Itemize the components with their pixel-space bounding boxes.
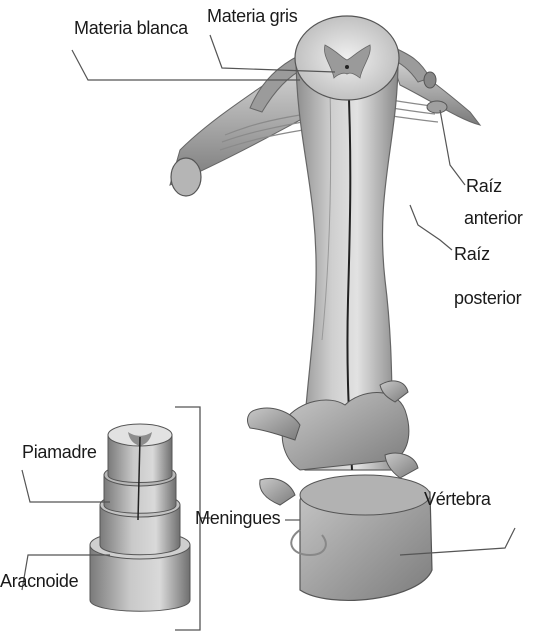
- label-piamadre: Piamadre: [22, 442, 97, 462]
- label-aracnoide: Aracnoide: [0, 571, 78, 591]
- vertebral-disc-top: [300, 475, 430, 515]
- label-raiz-anterior-line1: Raíz: [466, 176, 502, 196]
- label-meningues: Meningues: [195, 508, 280, 528]
- label-raiz-anterior-line2: anterior: [464, 208, 523, 228]
- meninges-cylinder: [90, 424, 190, 611]
- anterior-root-stub: [427, 101, 447, 113]
- nerve-cut-left: [171, 158, 201, 196]
- articular-process: [385, 453, 418, 478]
- label-materia-gris: Materia gris: [207, 6, 297, 26]
- label-raiz-posterior-line1: Raíz: [454, 244, 490, 264]
- label-raiz-posterior-line2: posterior: [454, 288, 521, 308]
- lower-process: [260, 478, 295, 505]
- label-vertebra: Vértebra: [424, 489, 491, 509]
- nerve-cut-right: [424, 72, 436, 88]
- central-canal: [345, 65, 349, 69]
- cord-cross-section: [295, 16, 399, 100]
- label-materia-blanca: Materia blanca: [74, 18, 188, 38]
